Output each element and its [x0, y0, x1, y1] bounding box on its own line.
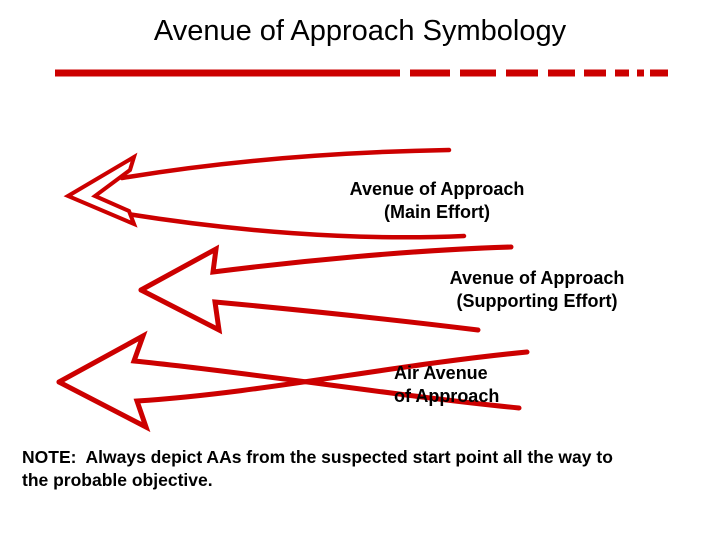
main-effort-bottom-line: [118, 210, 467, 240]
supporting-effort-bottom-line: [138, 287, 481, 335]
supporting-effort-arrow-icon: [138, 244, 514, 335]
air-avenue-label-line2: of Approach: [394, 386, 500, 407]
main-effort-top-line: [119, 147, 452, 181]
main-effort-label: Avenue of Approach (Main Effort): [337, 178, 537, 224]
supporting-effort-label: Avenue of Approach (Supporting Effort): [432, 267, 642, 313]
main-effort-label-line2: (Main Effort): [384, 202, 490, 223]
supporting-effort-label-line1: Avenue of Approach: [449, 268, 625, 288]
air-avenue-lower-line: [56, 349, 530, 433]
supporting-effort-top-line: [138, 244, 514, 293]
main-effort-label-line1: Avenue of Approach: [349, 179, 525, 199]
supporting-effort-label-line2: (Supporting Effort): [456, 291, 618, 312]
air-avenue-arrow-icon: [56, 330, 530, 433]
note-text: NOTE: Always depict AAs from the suspect…: [22, 447, 618, 491]
page-title: Avenue of Approach Symbology: [153, 15, 567, 47]
air-avenue-label: Air Avenue of Approach: [394, 362, 499, 408]
air-avenue-label-line1: Air Avenue: [394, 363, 488, 383]
main-effort-arrow-icon: [63, 147, 467, 240]
main-effort-arrowhead: [63, 152, 138, 228]
